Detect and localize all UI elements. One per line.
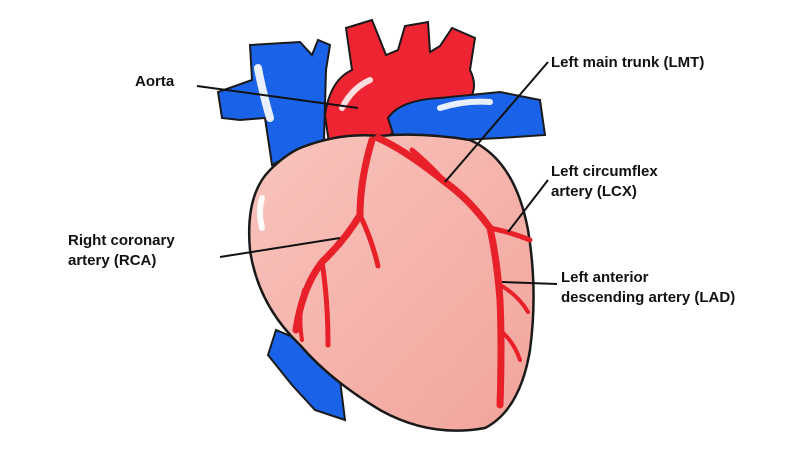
- leader-line-lad: [501, 281, 558, 285]
- right-coronary-artery: [292, 136, 381, 348]
- leader-lines: [196, 61, 558, 285]
- leader-line-aorta: [196, 85, 359, 109]
- leader-line-rca: [219, 237, 341, 258]
- label-left-main-trunk: Left main trunk (LMT): [551, 54, 705, 71]
- leader-line-lmt: [444, 61, 549, 183]
- leader-line-lcx: [507, 179, 549, 233]
- heart-body: [247, 133, 535, 432]
- pulmonary-artery: [386, 90, 547, 144]
- label-aorta: Aorta: [135, 73, 175, 90]
